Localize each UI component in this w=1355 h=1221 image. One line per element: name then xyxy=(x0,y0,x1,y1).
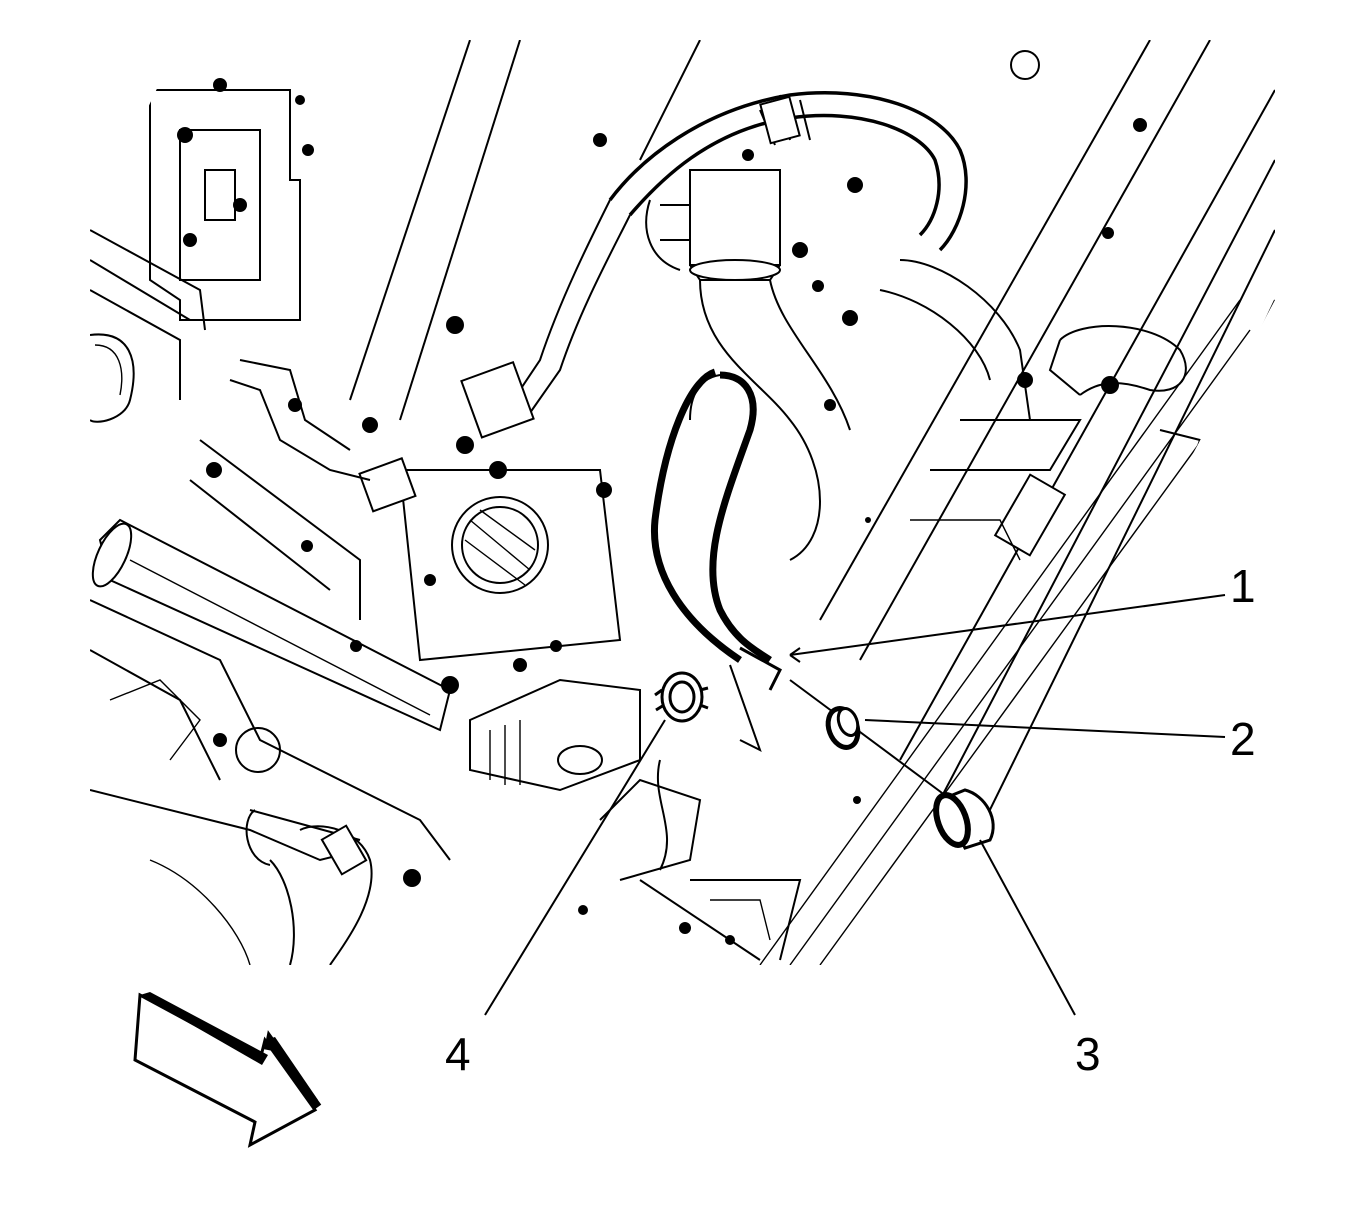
left-cylinder xyxy=(90,518,452,861)
lower-solenoid xyxy=(469,678,641,792)
fitting-part-4 xyxy=(654,671,709,723)
center-components xyxy=(189,316,622,694)
leader-line-3 xyxy=(979,839,1076,1016)
highlighted-hose xyxy=(650,368,782,753)
right-components xyxy=(578,50,1202,945)
seal-part-2 xyxy=(825,706,861,750)
lower-structure xyxy=(599,759,802,961)
leader-line-2 xyxy=(864,719,1226,738)
lower-left-hose xyxy=(90,789,421,965)
engine-bay-artwork xyxy=(90,40,1275,965)
explode-centerline xyxy=(789,679,966,811)
leader-arrow-1 xyxy=(789,647,801,663)
cap-part-3 xyxy=(933,788,995,850)
reservoir-cap xyxy=(90,333,135,423)
callout-label-4: 4 xyxy=(445,1028,471,1080)
callout-label-3: 3 xyxy=(1075,1028,1101,1080)
front-direction-arrow-icon xyxy=(133,992,322,1148)
leader-line-4 xyxy=(484,719,666,1016)
upper-hose-loop xyxy=(499,91,968,421)
callout-label-1: 1 xyxy=(1230,560,1256,612)
callout-label-2: 2 xyxy=(1230,713,1256,765)
leader-line-1 xyxy=(789,594,1226,656)
intake-elbow xyxy=(645,149,851,561)
left-bracket-assembly xyxy=(90,78,314,400)
callout-leaders xyxy=(484,594,1226,1016)
